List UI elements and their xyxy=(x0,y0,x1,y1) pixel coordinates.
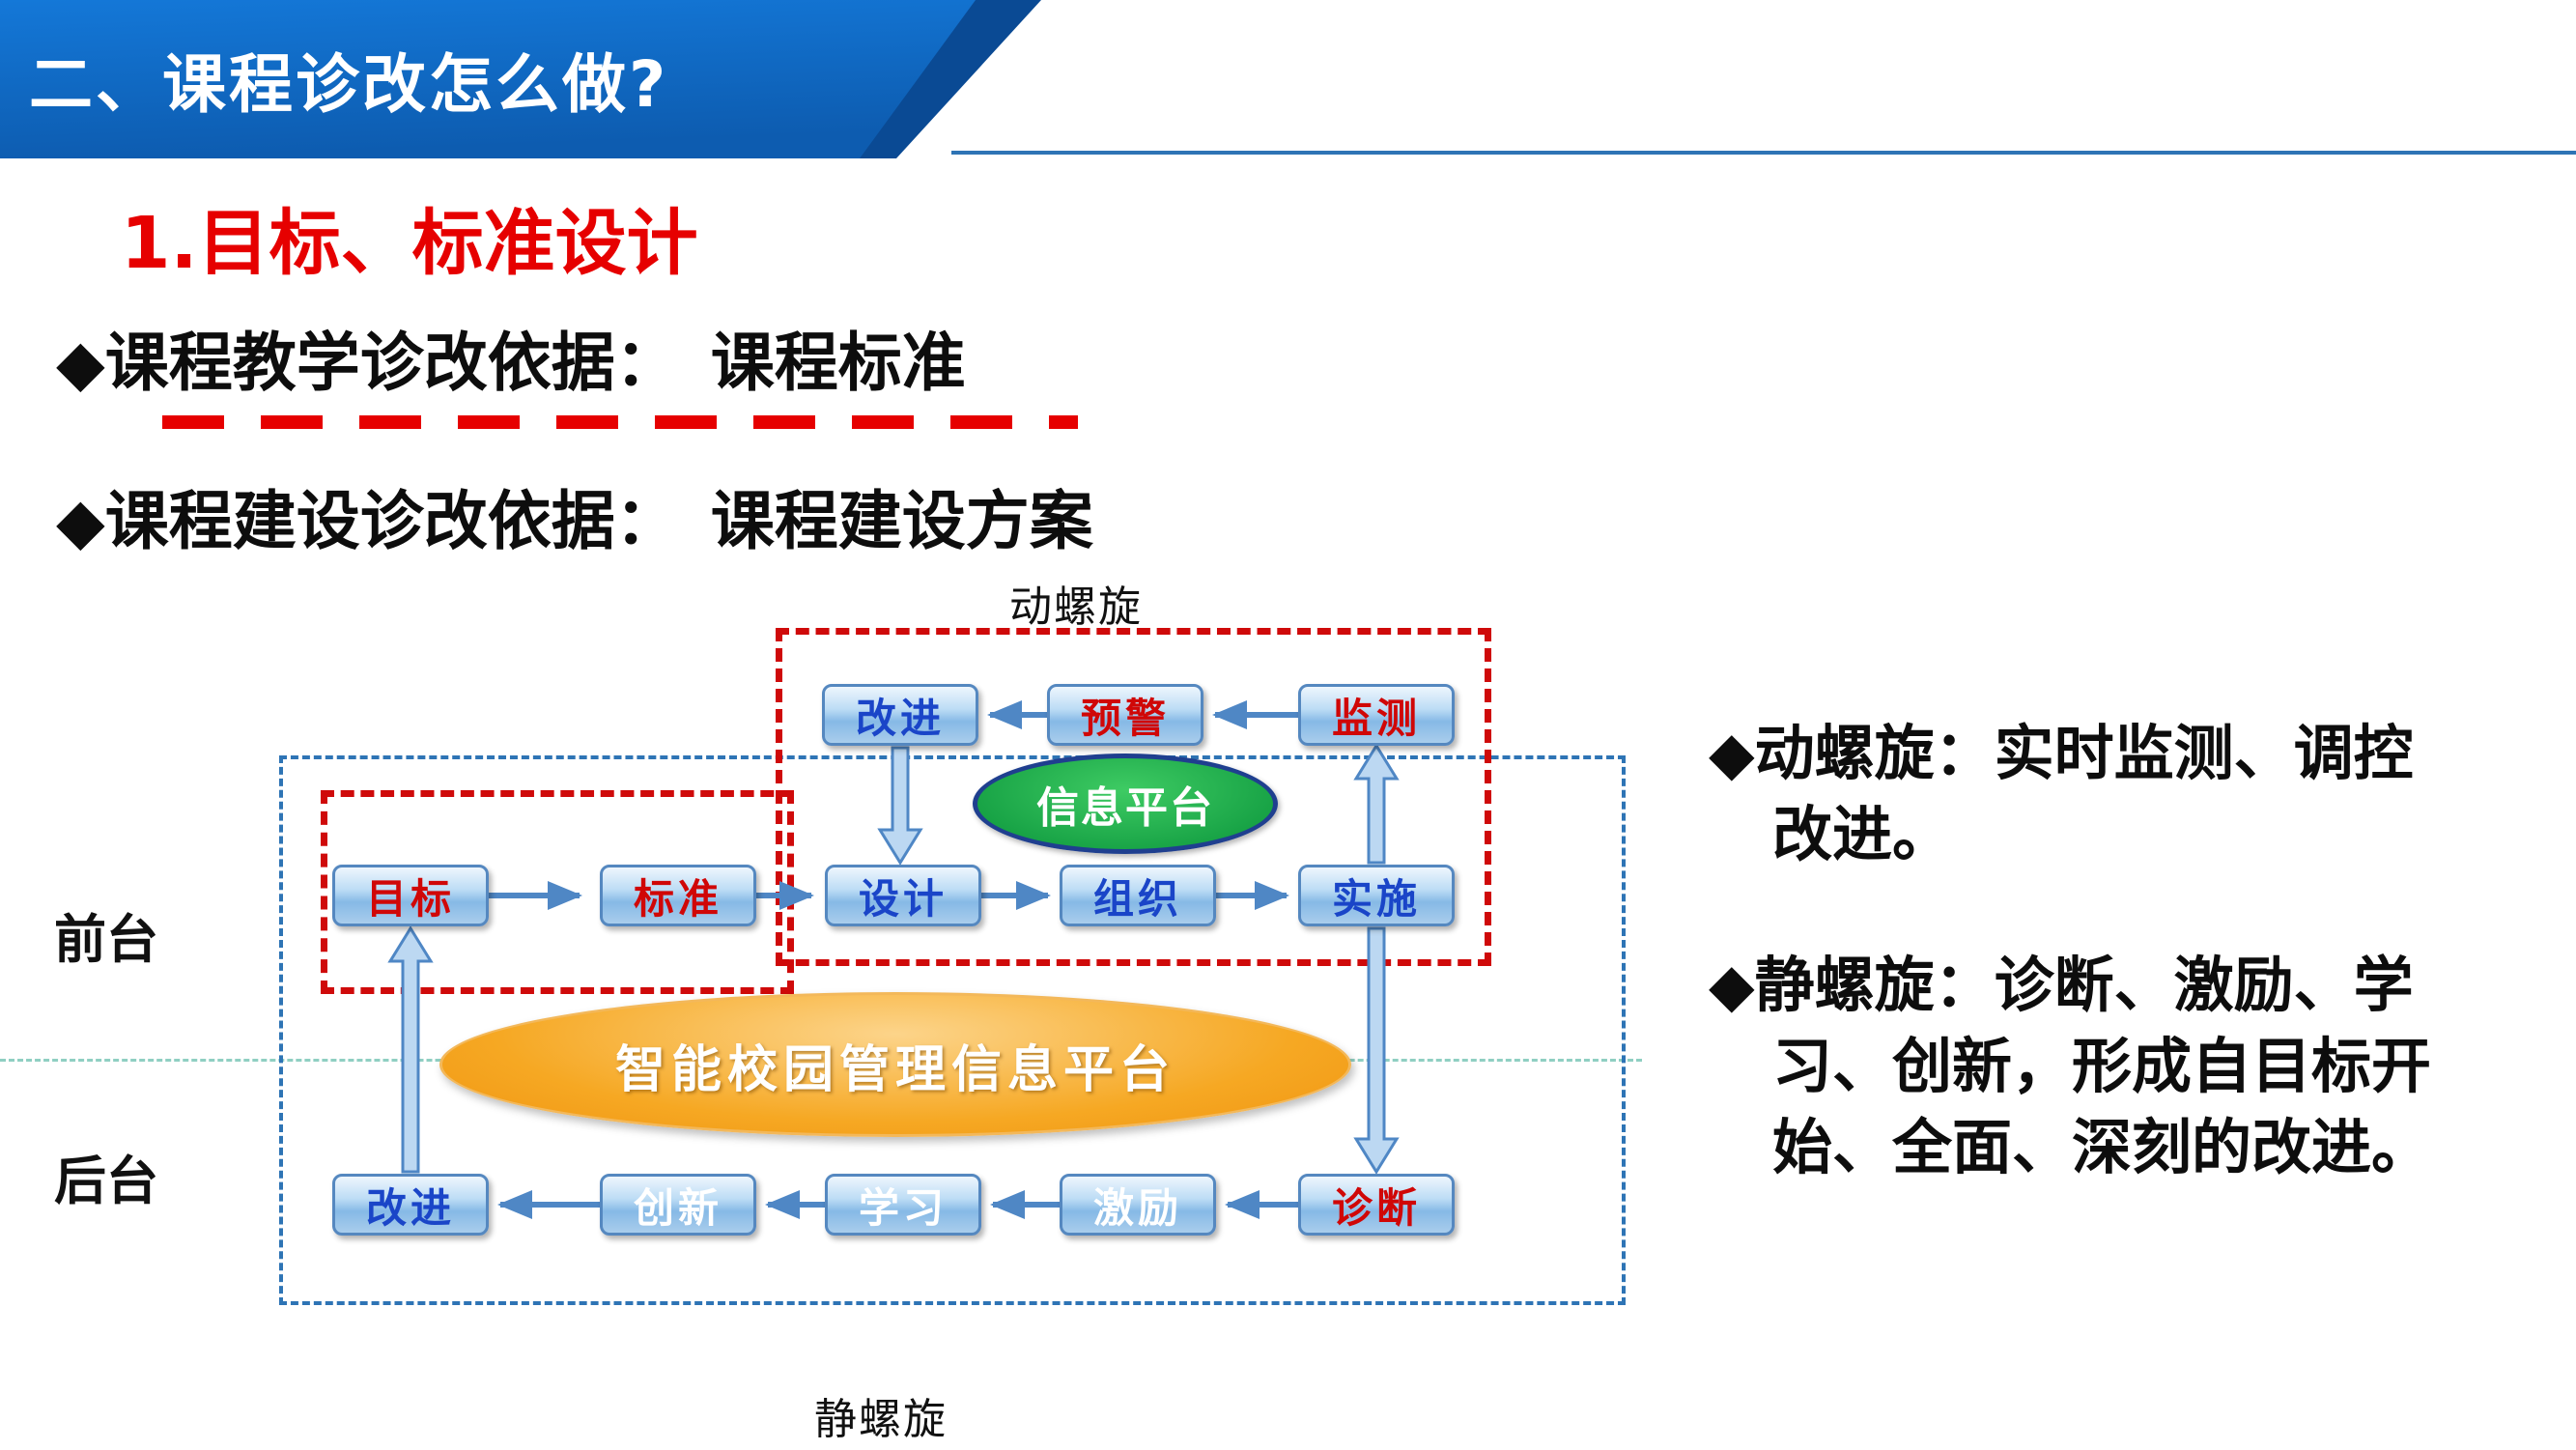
node-improve-top: 改进 xyxy=(822,684,978,746)
static-spiral-label: 静螺旋 xyxy=(814,1395,948,1444)
header-rule-line xyxy=(951,151,2576,155)
campus-platform-ellipse: 智能校园管理信息平台 xyxy=(439,992,1351,1137)
node-monitor: 监测 xyxy=(1298,684,1455,746)
dynamic-spiral-label: 动螺旋 xyxy=(1009,583,1143,632)
node-design: 设计 xyxy=(825,865,981,926)
banner: 二、课程诊改怎么做? xyxy=(0,0,976,158)
bullet-teaching-basis: ◆课程教学诊改依据： 课程标准 xyxy=(56,326,966,400)
info-platform-ellipse: 信息平台 xyxy=(973,753,1278,854)
red-dashed-underline xyxy=(162,415,1078,429)
section-heading: 1.目标、标准设计 xyxy=(121,202,698,285)
node-standard: 标准 xyxy=(600,865,756,926)
note-static-spiral: ◆静螺旋：诊断、激励、学习、创新，形成自目标开始、全面、深刻的改进。 xyxy=(1709,950,2432,1182)
node-diagnose: 诊断 xyxy=(1298,1174,1455,1236)
node-incentive: 激励 xyxy=(1060,1174,1216,1236)
bullet-construction-basis: ◆课程建设诊改依据： 课程建设方案 xyxy=(56,484,1093,558)
back-stage-label: 后台 xyxy=(54,1151,158,1211)
node-implement: 实施 xyxy=(1298,865,1455,926)
node-warning: 预警 xyxy=(1047,684,1203,746)
node-organize: 组织 xyxy=(1060,865,1216,926)
slide-title: 二、课程诊改怎么做? xyxy=(29,47,669,122)
front-stage-label: 前台 xyxy=(54,909,158,970)
static-spiral-frame xyxy=(279,755,1626,1305)
node-goal: 目标 xyxy=(332,865,489,926)
node-improve-bottom: 改进 xyxy=(332,1174,489,1236)
node-innovate: 创新 xyxy=(600,1174,756,1236)
note-dynamic-spiral: ◆动螺旋：实时监测、调控改进。 xyxy=(1709,718,2414,869)
dynamic-spiral-frame xyxy=(776,628,1491,966)
node-learn: 学习 xyxy=(825,1174,981,1236)
